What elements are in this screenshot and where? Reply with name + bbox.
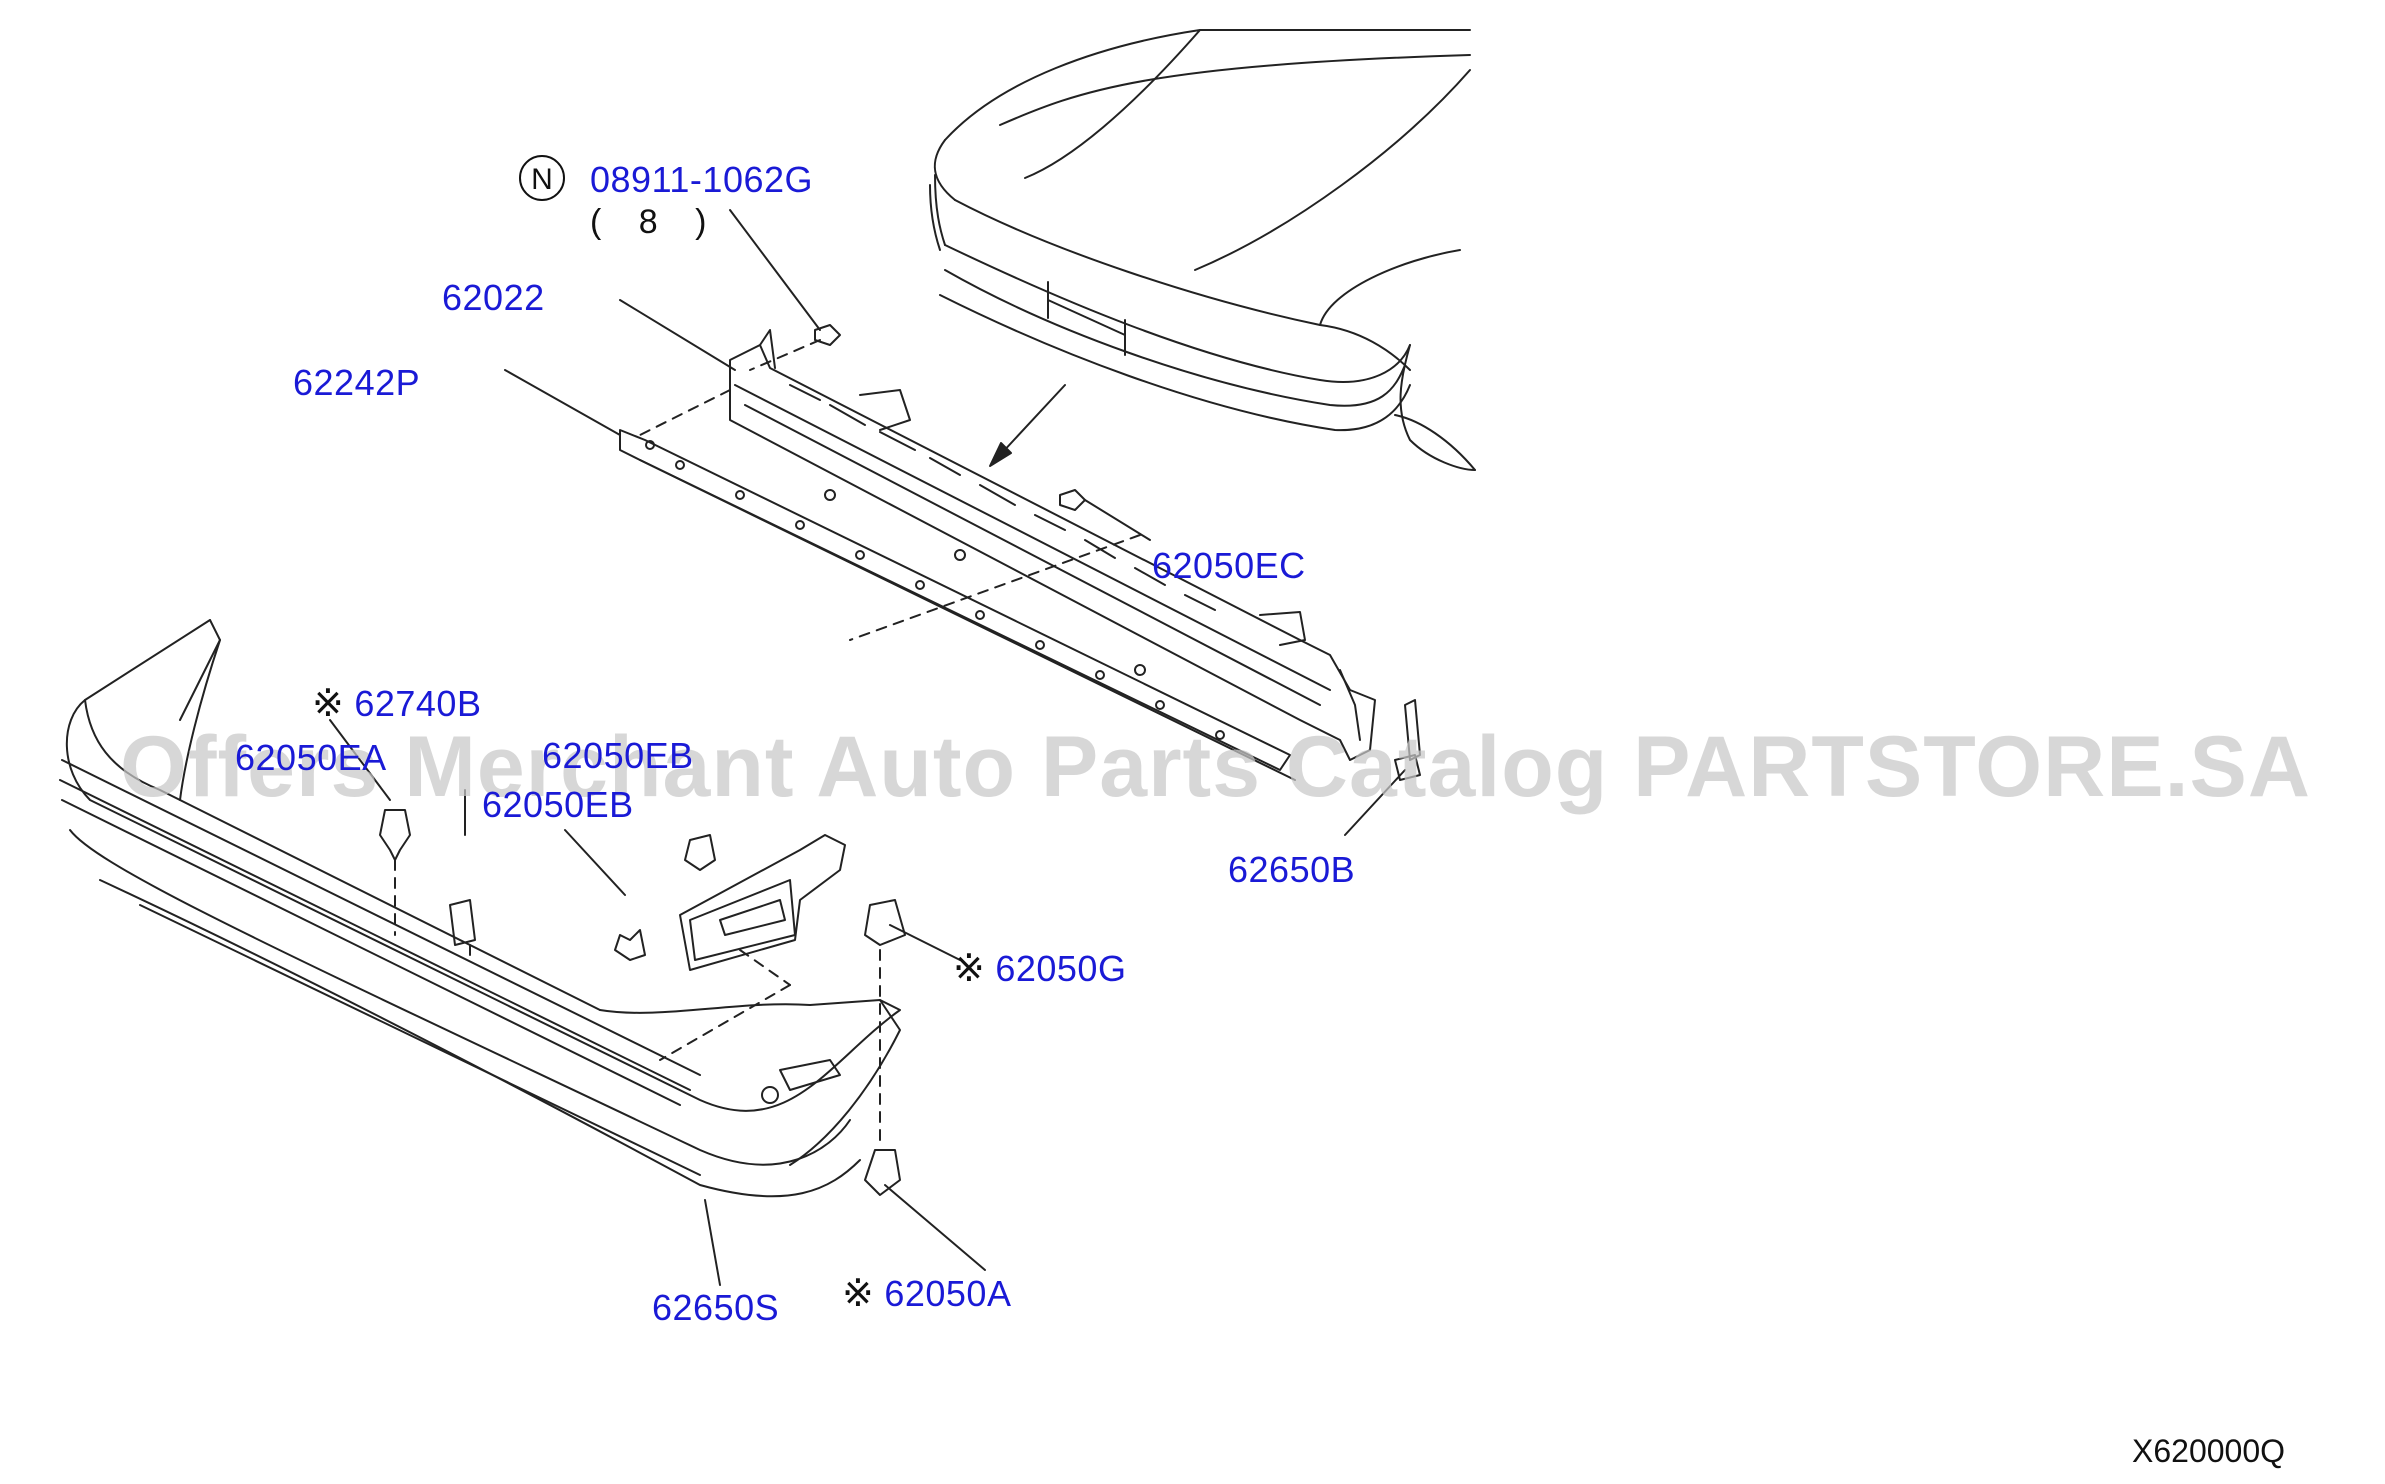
alignment-dashed-lines <box>394 339 1141 1141</box>
energy-absorber-62242P <box>619 429 1296 781</box>
bumper-reinforcement-62022 <box>729 329 1376 761</box>
assembly-direction-arrow <box>989 384 1066 467</box>
part-label-62650B[interactable]: 62650B <box>1228 849 1356 890</box>
leader-lines <box>329 209 1406 1286</box>
diagram-code: X620000Q <box>2132 1433 2286 1469</box>
reference-mark-icon: ※ <box>842 1273 875 1315</box>
part-label-62050G[interactable]: ※62050G <box>953 948 1127 990</box>
part-label-62050EB-upper[interactable]: 62050EB <box>542 735 694 776</box>
watermark-text: Offers Merchant Auto Parts Catalog PARTS… <box>120 719 2311 815</box>
clips-and-fasteners <box>379 324 1421 1196</box>
bumper-fascia-62650S <box>59 619 901 1198</box>
part-label-08911-1062G[interactable]: 08911-1062G <box>590 159 814 200</box>
part-label-62022[interactable]: 62022 <box>442 277 545 318</box>
reference-mark-icon: ※ <box>953 948 986 990</box>
part-label-62050A[interactable]: ※62050A <box>842 1273 1012 1315</box>
part-label-62050EB[interactable]: 62050EB <box>482 784 634 825</box>
part-label-62242P[interactable]: 62242P <box>293 362 421 403</box>
bracket-62050EB <box>679 834 846 971</box>
nut-standard-badge: N <box>519 155 565 201</box>
reference-mark-icon: ※ <box>312 683 345 725</box>
part-label-62650S[interactable]: 62650S <box>652 1287 780 1328</box>
part-label-62050EC[interactable]: 62050EC <box>1152 545 1306 586</box>
car-body-illustration <box>929 29 1476 471</box>
part-quantity-08911-1062G: ( 8 ) <box>590 203 721 241</box>
part-label-62740B[interactable]: ※62740B <box>312 683 482 725</box>
part-label-62050EA[interactable]: 62050EA <box>235 737 387 778</box>
